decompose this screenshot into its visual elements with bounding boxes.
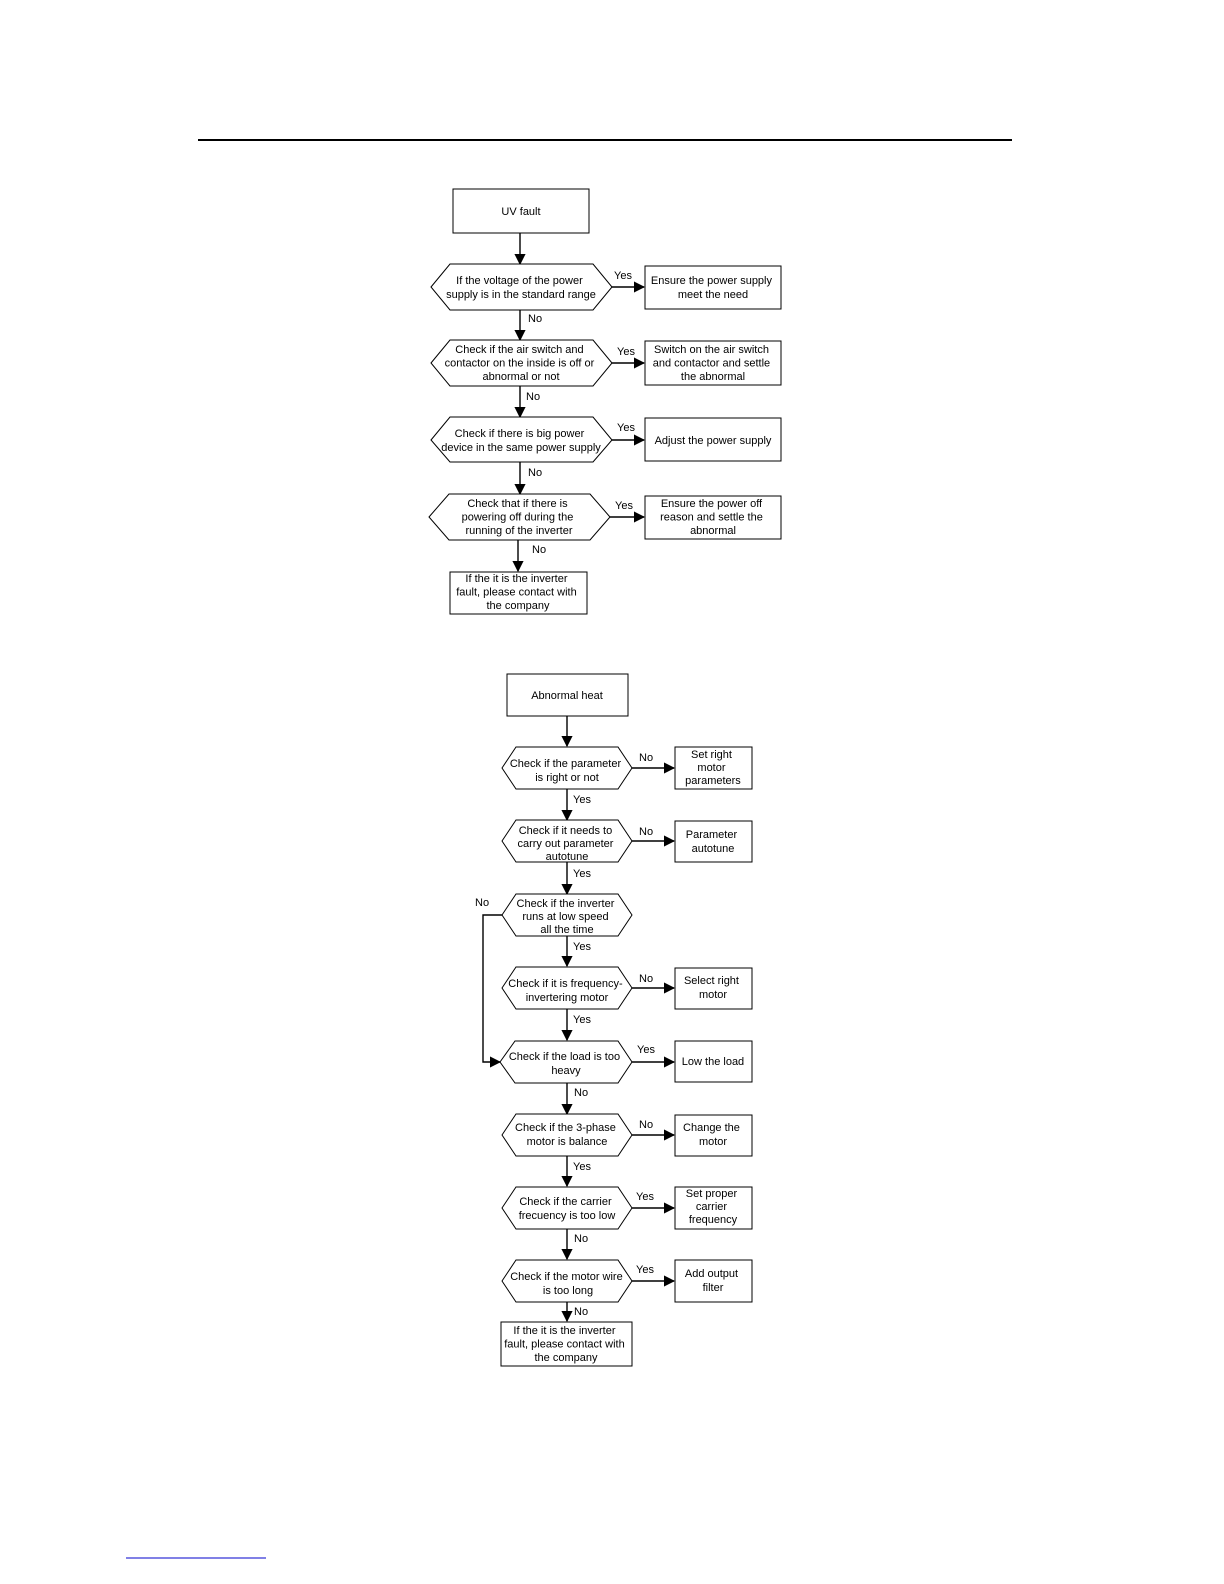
heat-label-no-2: No <box>639 826 653 838</box>
heat-label-no-1: No <box>639 752 653 764</box>
uv-end-text: If the it is the inverter fault, please … <box>456 573 580 612</box>
heat-a8-box <box>674 1259 753 1303</box>
heat-q3-diamond <box>501 893 633 937</box>
uv-a3-text: Adjust the power supply <box>655 435 772 447</box>
heat-label-yes-4: Yes <box>573 1014 591 1026</box>
heat-q2-text: Check if it needs to carry out parameter… <box>517 825 616 863</box>
heat-label-yes-3: Yes <box>573 941 591 953</box>
heat-label-yes-1: Yes <box>573 794 591 806</box>
uv-q1-text: If the voltage of the power supply is in… <box>446 275 596 301</box>
uv-fault-flowchart: UV fault If the voltage of the power sup… <box>428 188 782 615</box>
heat-a4-text: Select right motor <box>684 975 742 1001</box>
heat-q8-diamond <box>501 1259 633 1303</box>
heat-label-no-5: No <box>574 1087 588 1099</box>
heat-end-text: If the it is the inverter fault, please … <box>504 1325 628 1364</box>
uv-label-no-1: No <box>528 313 542 325</box>
uv-start-box <box>452 188 590 234</box>
heat-q7-diamond <box>501 1186 633 1230</box>
heat-q4-diamond <box>501 966 633 1010</box>
uv-a1-box <box>644 265 782 310</box>
uv-a4-text: Ensure the power off reason and settle t… <box>660 498 766 537</box>
uv-label-yes-2: Yes <box>617 346 635 358</box>
uv-q1-diamond <box>430 263 613 311</box>
heat-label-yes-5: Yes <box>637 1044 655 1056</box>
uv-label-yes-1: Yes <box>614 270 632 282</box>
uv-end-box <box>449 571 588 615</box>
uv-label-no-4: No <box>532 544 546 556</box>
abnormal-heat-flowchart: Abnormal heat Check if the parameter is … <box>475 673 753 1367</box>
uv-label-yes-4: Yes <box>615 500 633 512</box>
uv-a2-text: Switch on the air switch and contactor a… <box>653 344 773 383</box>
heat-start-box <box>506 673 629 717</box>
heat-a4-box <box>674 967 753 1010</box>
heat-q8-text: Check if the motor wire is too long <box>510 1271 626 1297</box>
heat-a6-text: Change the motor <box>683 1122 743 1148</box>
uv-start-text: UV fault <box>501 206 540 218</box>
heat-label-no-6: No <box>639 1119 653 1131</box>
uv-q3-text: Check if there is big power device in th… <box>441 428 601 454</box>
heat-label-yes-7: Yes <box>636 1191 654 1203</box>
uv-q2-diamond <box>430 339 613 387</box>
uv-q4-text: Check that if there is powering off duri… <box>462 498 577 537</box>
heat-q6-diamond <box>501 1113 633 1157</box>
uv-a4-box <box>644 495 782 540</box>
heat-a7-box <box>674 1186 753 1230</box>
heat-q7-text: Check if the carrier frecuency is too lo… <box>519 1196 616 1222</box>
heat-label-no-7: No <box>574 1233 588 1245</box>
heat-a1-text: Set right motor parameters <box>685 749 741 787</box>
heat-a2-text: Parameter autotune <box>686 829 740 855</box>
heat-q1-text: Check if the parameter is right or not <box>510 758 624 784</box>
heat-a5-text: Low the load <box>682 1056 744 1068</box>
heat-label-no-3: No <box>475 897 489 909</box>
heat-q3-text: Check if the inverter runs at low speed … <box>517 898 618 936</box>
heat-q1-diamond <box>501 746 633 790</box>
uv-q2-text: Check if the air switch and contactor on… <box>445 344 598 383</box>
uv-label-no-3: No <box>528 467 542 479</box>
uv-a2-box <box>644 340 782 386</box>
uv-a3-box <box>644 417 782 462</box>
heat-label-yes-2: Yes <box>573 868 591 880</box>
heat-q6-text: Check if the 3-phase motor is balance <box>515 1122 619 1148</box>
uv-label-yes-3: Yes <box>617 422 635 434</box>
uv-q4-diamond <box>428 493 611 541</box>
heat-start-text: Abnormal heat <box>531 690 603 702</box>
heat-label-yes-8: Yes <box>636 1264 654 1276</box>
heat-a6-box <box>674 1114 753 1157</box>
heat-q2-diamond <box>501 819 633 863</box>
uv-a1-text: Ensure the power supply meet the need <box>651 275 775 301</box>
heat-a1-box <box>674 746 753 790</box>
heat-q5-text: Check if the load is too heavy <box>509 1051 623 1077</box>
heat-label-yes-6: Yes <box>573 1161 591 1173</box>
heat-label-no-4: No <box>639 973 653 985</box>
heat-a2-box <box>674 820 753 863</box>
heat-q5-diamond <box>499 1040 633 1084</box>
heat-a5-box <box>674 1040 753 1083</box>
heat-end-box <box>500 1321 633 1367</box>
heat-a8-text: Add output filter <box>685 1268 741 1294</box>
heat-a7-text: Set proper carrier frequency <box>686 1188 740 1226</box>
heat-label-no-8: No <box>574 1306 588 1318</box>
uv-label-no-2: No <box>526 391 540 403</box>
uv-q3-diamond <box>430 416 613 463</box>
heat-q4-text: Check if it is frequency- invertering mo… <box>508 978 625 1004</box>
